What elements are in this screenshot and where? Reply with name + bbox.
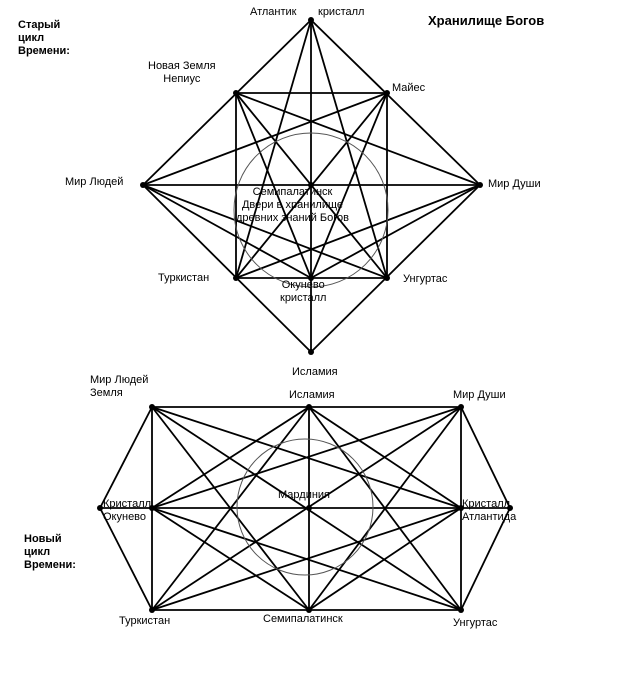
label-atlantik: Атлантик <box>250 6 297 18</box>
old-cycle-caption-line-1: Старый <box>18 19 61 31</box>
label-crystal-right-line-2: Атлантида <box>462 511 517 523</box>
new-node-br <box>458 607 464 613</box>
new-node-ml <box>97 505 103 511</box>
new-edge-tl-ml <box>99 406 153 509</box>
label-islamiya-old: Исламия <box>292 366 338 378</box>
label-new-earth-line-2: Непиус <box>163 73 201 85</box>
label-world-soul-new: Мир Души <box>453 389 506 401</box>
new-edge-ml-bl <box>99 507 153 611</box>
label-center-old-line-3: древних знаний Богов <box>236 212 349 224</box>
label-ungurtas-old: Унгуртас <box>403 273 448 285</box>
new-edge-br-mll <box>151 507 462 611</box>
old-edge-right-bl <box>235 184 481 279</box>
old-edge-left-top <box>142 19 312 186</box>
new-edge-tr-mll <box>151 406 462 509</box>
old-node-c <box>308 182 314 188</box>
label-world-people-new-line-1: Мир Людей <box>90 374 149 386</box>
new-node-mrr <box>458 505 464 511</box>
new-edge-mr-br <box>460 507 511 611</box>
new-edge-bm-mrr <box>308 507 462 611</box>
old-edge-bottom-left <box>142 184 312 353</box>
label-islamiya-new: Исламия <box>289 389 335 401</box>
old-node-bottom <box>308 349 314 355</box>
old-node-left <box>140 182 146 188</box>
new-edge-tm-mrr <box>308 406 462 509</box>
new-edge-tr-mr <box>460 406 511 509</box>
new-node-mll <box>149 505 155 511</box>
old-cycle-caption: Старый цикл Времени: <box>18 19 70 58</box>
old-edge-right-tl <box>235 92 481 186</box>
new-edge-bm-mll <box>151 507 310 611</box>
old-cycle-caption-line-2: цикл <box>18 32 45 44</box>
label-crystal-right: Кристалл Атлантида <box>462 498 516 524</box>
new-node-bl <box>149 607 155 613</box>
label-crystal-top: кристалл <box>318 6 365 18</box>
old-node-tl <box>233 90 239 96</box>
old-edge-left-bm <box>142 184 312 279</box>
new-node-tm <box>306 404 312 410</box>
label-center-old-line-2: Двери в хранилище <box>241 199 344 211</box>
old-edge-top-bl <box>235 19 312 279</box>
label-okunevo-old: Окунево кристалл <box>280 279 326 305</box>
label-crystal-right-line-1: Кристалл <box>462 498 511 510</box>
old-node-bm <box>308 275 314 281</box>
new-node-tl <box>149 404 155 410</box>
new-cycle-caption-line-2: цикл <box>24 546 51 558</box>
label-turkistan-old: Туркистан <box>158 272 210 284</box>
label-center-old: Семипалатинск Двери в хранилище древних … <box>236 186 349 225</box>
old-edge-top-right <box>310 19 481 186</box>
label-okunevo-old-line-1: Окунево <box>281 279 325 291</box>
old-cycle-lines <box>142 19 481 353</box>
old-node-right <box>477 182 483 188</box>
label-world-people-new: Мир Людей Земля <box>90 374 148 400</box>
new-node-tr <box>458 404 464 410</box>
label-turkistan-new: Туркистан <box>119 615 171 627</box>
label-world-people-old: Мир Людей <box>65 176 124 188</box>
label-crystal-left-line-1: Кристалл <box>103 498 152 510</box>
old-edge-right-bottom <box>310 184 481 353</box>
label-world-soul-old: Мир Души <box>488 178 541 190</box>
old-cycle-circle <box>233 132 389 288</box>
label-ungurtas-new: Унгуртас <box>453 617 498 629</box>
label-new-earth: Новая Земля Непиус <box>148 60 216 86</box>
new-edge-tm-mll <box>151 406 310 509</box>
new-node-c <box>306 505 312 511</box>
new-edge-bl-tm <box>151 406 310 611</box>
new-cycle-caption-line-3: Времени: <box>24 559 76 571</box>
old-cycle-caption-line-3: Времени: <box>18 45 70 57</box>
diagram-title: Хранилище Богов <box>428 13 545 28</box>
old-edge-tl-bm <box>235 92 312 279</box>
new-cycle-lines <box>99 406 511 611</box>
new-cycle-caption: Новый цикл Времени: <box>24 533 76 572</box>
new-edge-br-tm <box>308 406 462 611</box>
label-center-new: Мардиния <box>278 489 331 501</box>
new-node-mr <box>507 505 513 511</box>
new-node-bm <box>306 607 312 613</box>
new-cycle-nodes <box>97 404 513 613</box>
label-world-people-new-line-2: Земля <box>90 387 123 399</box>
old-edge-left-br <box>142 184 388 279</box>
old-cycle-nodes <box>140 17 483 355</box>
label-semipalatinsk-new: Семипалатинск <box>263 613 343 625</box>
label-crystal-left: Кристалл Окунево <box>103 498 151 524</box>
old-edge-right-bm <box>310 184 481 279</box>
old-node-br <box>384 275 390 281</box>
new-cycle-circle <box>236 438 374 576</box>
old-edge-tr-bm <box>310 92 388 279</box>
label-center-old-line-1: Семипалатинск <box>252 186 333 198</box>
label-new-earth-line-1: Новая Земля <box>148 60 216 72</box>
old-node-bl <box>233 275 239 281</box>
old-node-top <box>308 17 314 23</box>
old-edge-left-tr <box>142 92 388 186</box>
new-cycle-caption-line-1: Новый <box>24 533 62 545</box>
old-node-tr <box>384 90 390 96</box>
label-mayes: Майес <box>392 82 426 94</box>
old-edge-top-br <box>310 19 388 279</box>
label-crystal-left-line-2: Окунево <box>103 511 147 523</box>
label-okunevo-old-line-2: кристалл <box>280 292 327 304</box>
